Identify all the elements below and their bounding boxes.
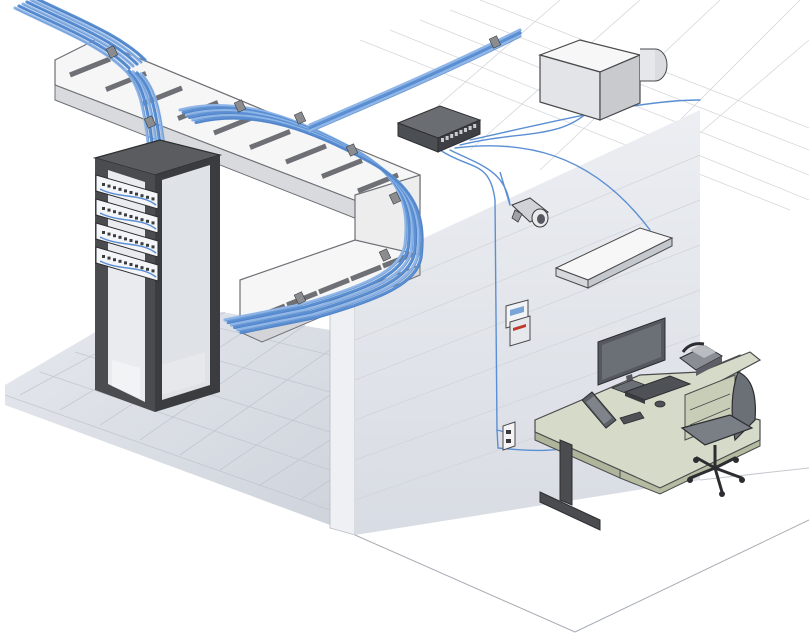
cable-shade <box>37 0 147 62</box>
cable-shade <box>196 118 424 334</box>
wall-outlet <box>502 421 516 451</box>
network-switch <box>396 105 482 153</box>
cable-shade <box>15 8 127 72</box>
desk <box>534 351 762 531</box>
cable-tie <box>293 291 307 305</box>
tray-rung <box>285 143 327 165</box>
switch-port <box>450 134 454 138</box>
patch-panel <box>95 222 159 258</box>
switch-port <box>454 132 458 136</box>
cable-shade <box>310 36 522 133</box>
office-chair <box>680 371 756 497</box>
keyboard <box>623 375 692 408</box>
drop-cable <box>449 149 511 206</box>
drop-cable <box>454 145 651 231</box>
cable-tie <box>345 143 359 157</box>
cable-tie <box>293 111 307 125</box>
tray-rung <box>249 129 291 150</box>
switch-port <box>464 128 467 132</box>
switch-ports <box>441 124 477 142</box>
patch-panel <box>95 246 159 282</box>
drop-cable <box>439 149 506 433</box>
conference-phone <box>679 342 724 376</box>
cable-shade <box>23 4 135 68</box>
cable-tie <box>378 248 392 262</box>
switch-port <box>468 126 472 130</box>
tray-rung <box>69 56 111 78</box>
cable-bundles <box>13 0 701 452</box>
tray-rung <box>321 158 363 179</box>
cable <box>194 116 424 335</box>
cable-tie <box>233 99 247 113</box>
cable-tie <box>388 191 402 205</box>
hvac-unit <box>538 39 668 121</box>
wireless-access-point <box>554 227 674 289</box>
cable <box>308 34 522 133</box>
switch-port <box>445 136 449 140</box>
switch-port <box>441 138 444 142</box>
cable-shade <box>27 2 139 66</box>
security-camera <box>499 171 549 228</box>
cable-shade <box>31 0 143 64</box>
cable-tie <box>488 35 502 49</box>
monitor <box>597 317 666 395</box>
server-rack <box>92 139 223 412</box>
tray-rung <box>318 277 350 295</box>
cable-tie <box>143 115 157 129</box>
patch-panel <box>95 174 159 210</box>
patch-panels <box>95 174 159 282</box>
switch-port <box>473 124 477 128</box>
switch-port <box>459 130 463 134</box>
patch-panel <box>95 198 159 234</box>
cable-tie <box>105 45 119 59</box>
drop-cable <box>459 109 591 146</box>
wall-keypad <box>505 299 531 347</box>
tray-rung <box>350 264 382 282</box>
cable-shade <box>19 6 131 70</box>
ip-phone <box>581 391 645 429</box>
cable <box>308 28 522 127</box>
